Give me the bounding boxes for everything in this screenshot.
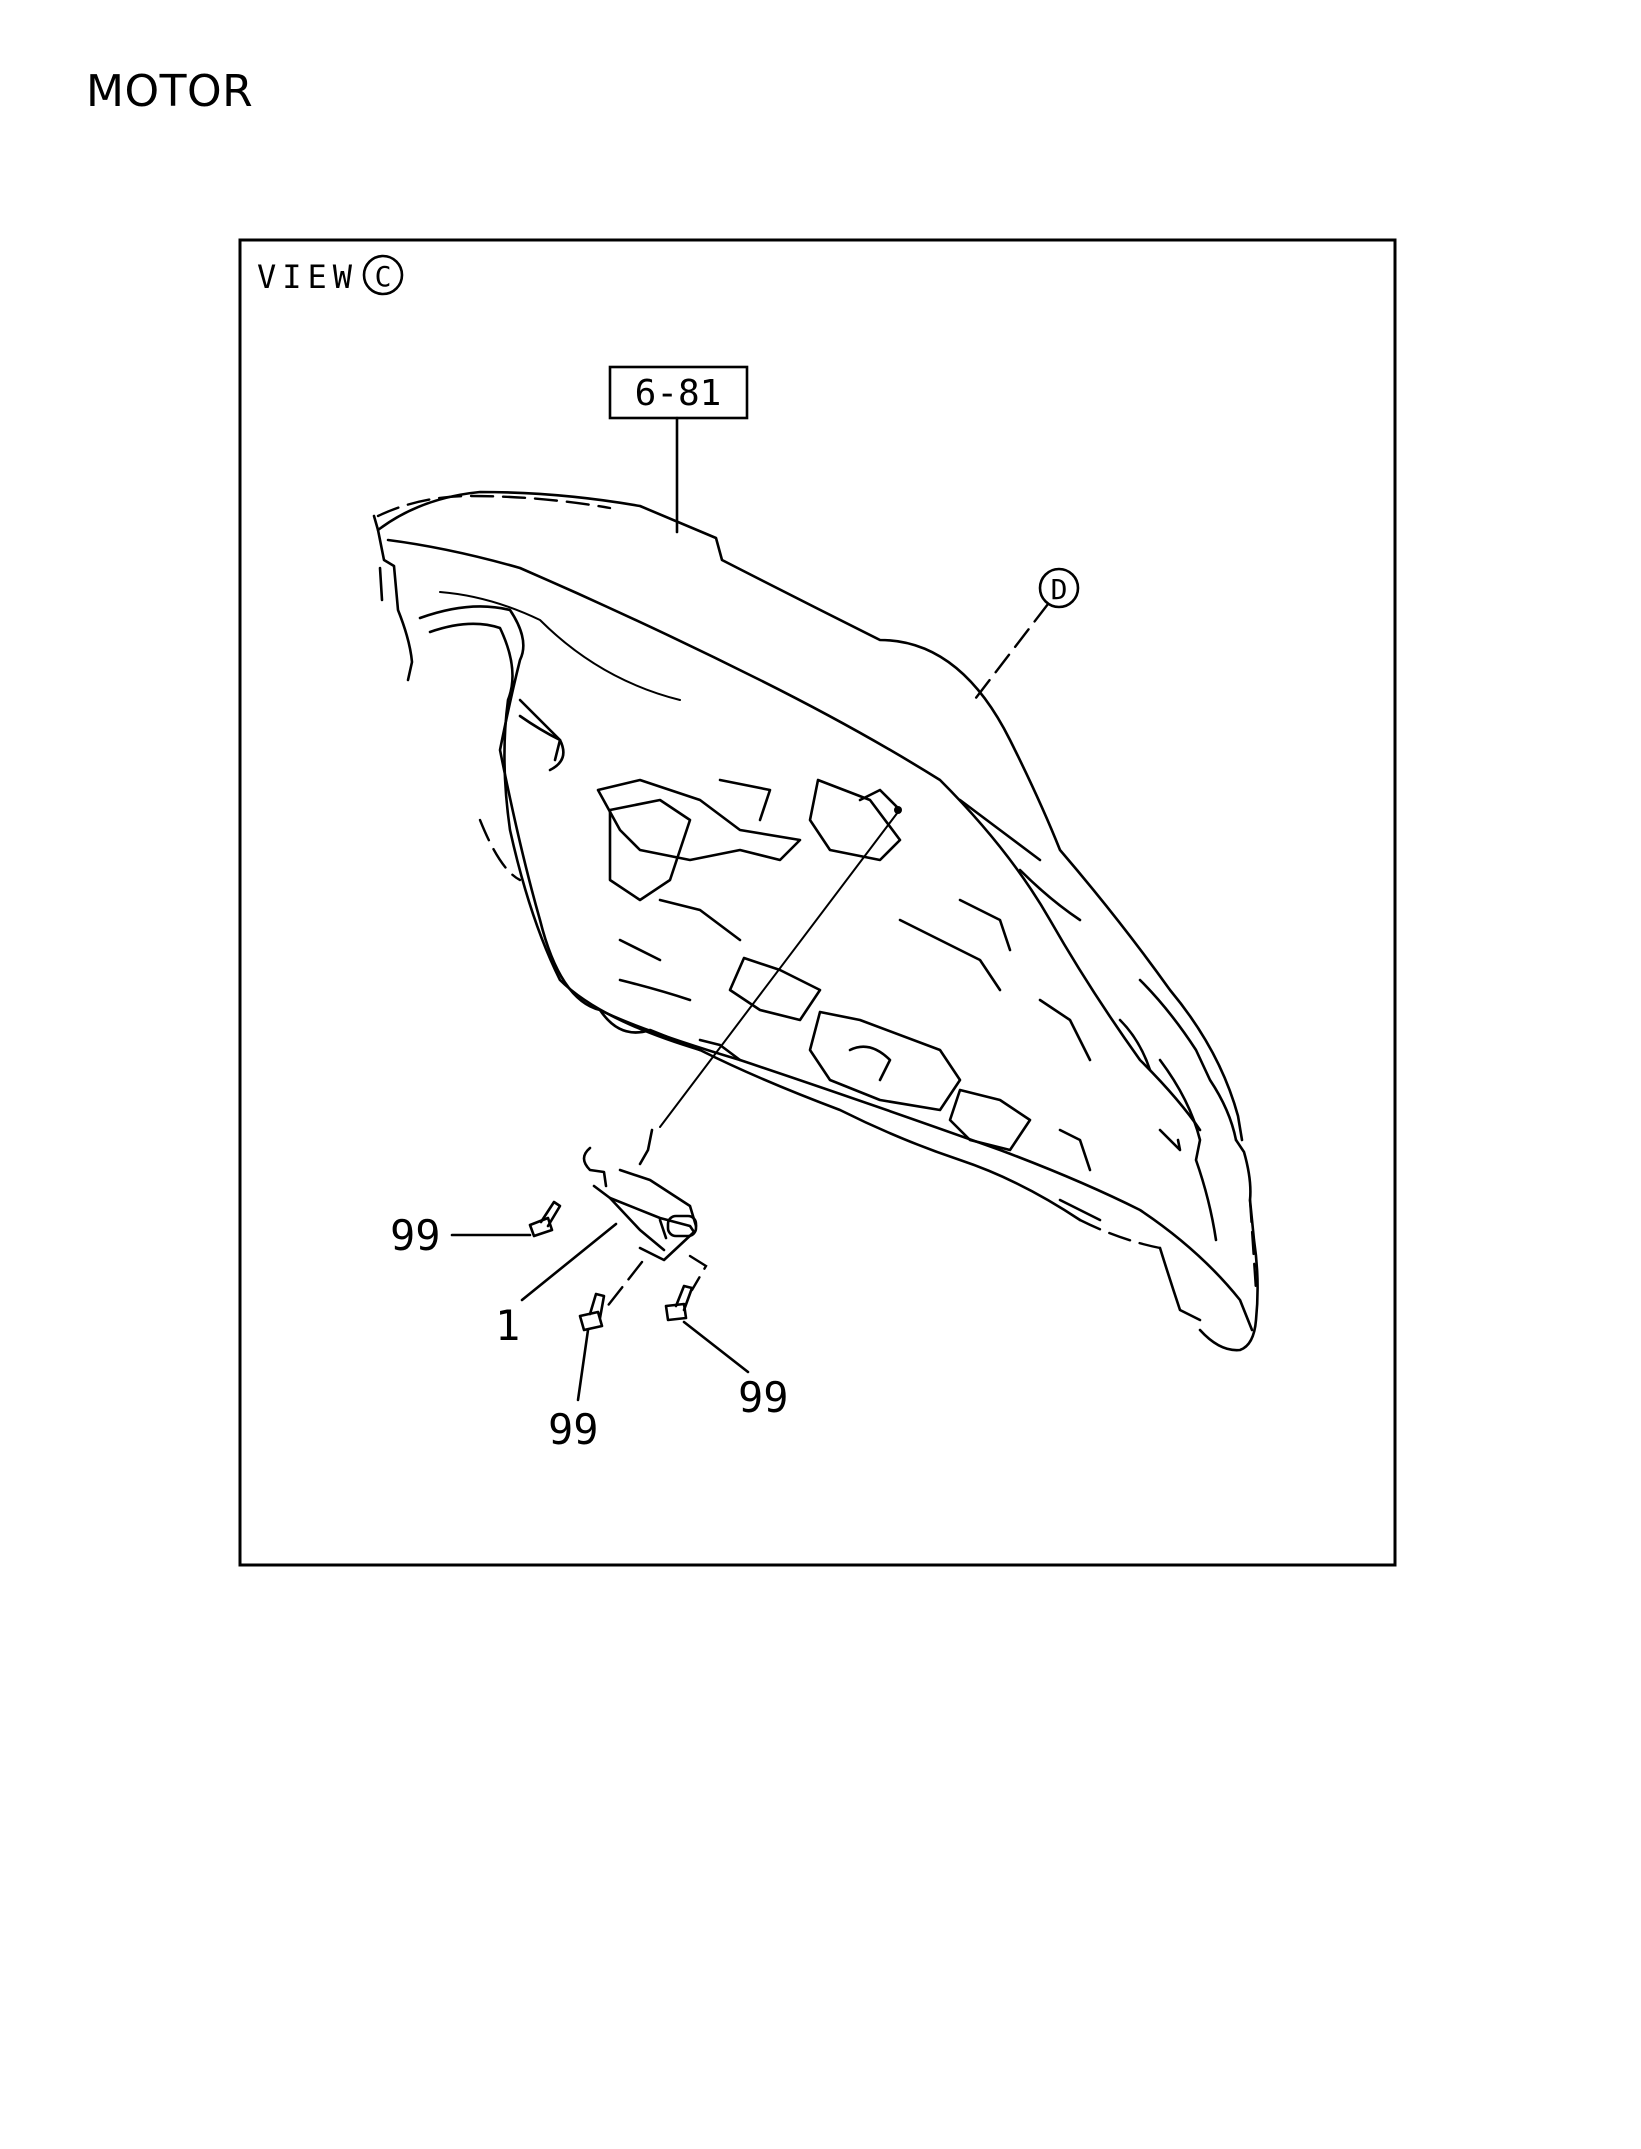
- callout-leader-bolt-bottom-left: [576, 1328, 590, 1402]
- callout-motor[interactable]: 1: [495, 1301, 520, 1350]
- reference-box-label[interactable]: 6-81: [635, 373, 722, 414]
- view-marker: C: [375, 260, 392, 293]
- trunk-lid-drawing: [372, 490, 1259, 1352]
- detail-leader: [970, 602, 1050, 705]
- detail-marker: D: [1051, 573, 1068, 606]
- trunk-motor-part[interactable]: [582, 1128, 698, 1262]
- view-label: VIEW: [257, 258, 358, 296]
- diagram-frame: [238, 238, 1397, 1567]
- callout-bolt-left[interactable]: 99: [390, 1211, 441, 1260]
- page-title: MOTOR: [86, 66, 254, 117]
- callout-leader-bolt-bottom-right: [682, 1320, 750, 1374]
- reference-box: [608, 365, 749, 420]
- callout-bolt-bottom-right[interactable]: 99: [738, 1373, 789, 1422]
- bolt-bottom-right[interactable]: [664, 1284, 694, 1322]
- bolt-left[interactable]: [528, 1200, 562, 1238]
- view-marker-circle: [362, 254, 404, 296]
- bolt-bottom-left[interactable]: [578, 1292, 606, 1332]
- callout-bolt-bottom-left[interactable]: 99: [548, 1405, 599, 1454]
- detail-marker-circle: [1038, 567, 1080, 609]
- callout-leader-motor: [520, 1222, 618, 1302]
